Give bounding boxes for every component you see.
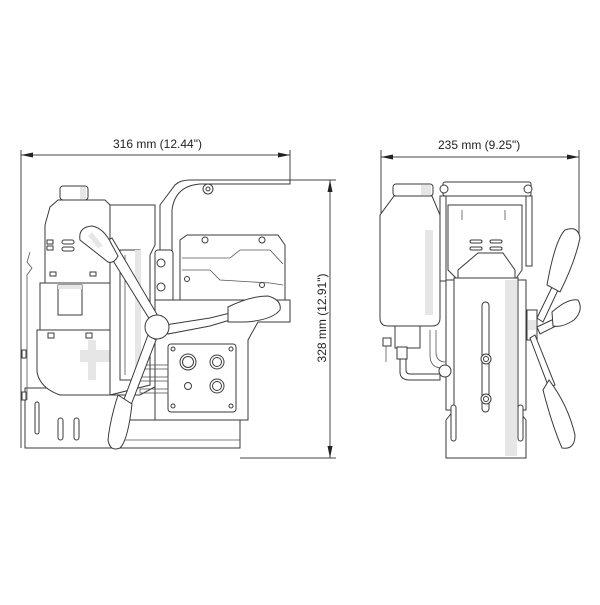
dimension-label-width-front: 235 mm (9.25") (438, 138, 521, 152)
dimension-label-width-side: 316 mm (12.44") (113, 137, 202, 151)
feed-handle-hub (79, 225, 281, 450)
side-view-drill (21, 179, 291, 450)
dimension-width-side (20, 150, 291, 448)
dimension-label-height: 328 mm (12.91") (315, 273, 329, 363)
front-view-drill (379, 181, 581, 459)
coolant-bottle (379, 183, 441, 381)
dimension-width-front (380, 150, 580, 235)
feed-handle-front (526, 228, 581, 449)
